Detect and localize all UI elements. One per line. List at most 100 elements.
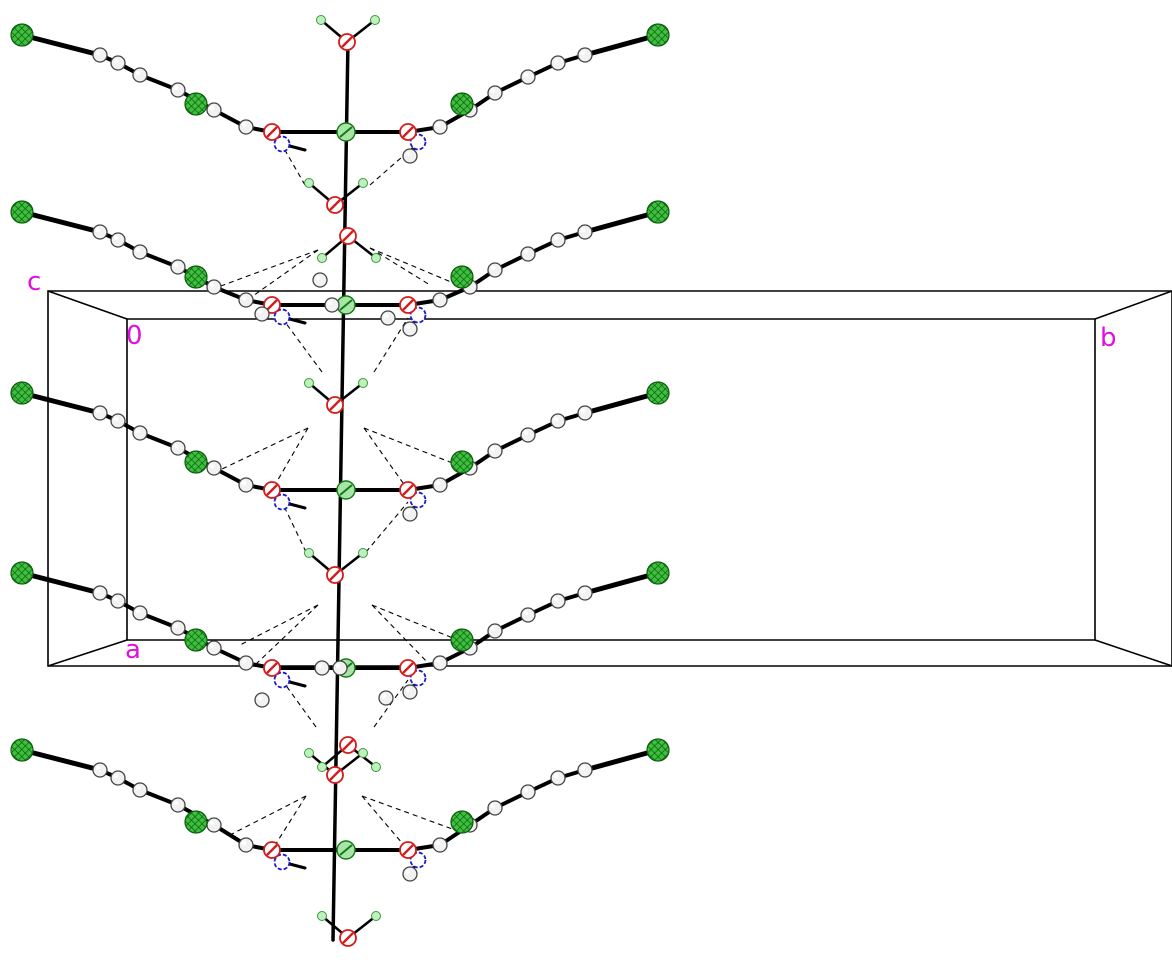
metal-slash xyxy=(339,484,353,496)
carbon-atom xyxy=(324,297,340,313)
chlorine-atom xyxy=(10,381,34,405)
carbon-sphere xyxy=(254,692,270,708)
hydrogen-bond xyxy=(219,427,309,471)
chlorine-atom xyxy=(184,265,208,289)
oxygen-atom xyxy=(399,296,417,314)
carbon-sphere xyxy=(487,623,503,639)
cell-edge xyxy=(1094,639,1172,667)
carbon-highlight xyxy=(135,428,141,434)
carbon-sphere xyxy=(206,640,222,656)
chlorine-atom xyxy=(10,23,34,47)
carbon-highlight xyxy=(135,70,141,76)
oxygen-atom xyxy=(399,481,417,499)
carbon-highlight xyxy=(435,840,441,846)
hydrogen-bond xyxy=(249,249,319,299)
chlorine-hatch xyxy=(647,739,669,761)
hydrogen-atom xyxy=(358,748,368,758)
axis-label-b: b xyxy=(1100,323,1117,353)
oxygen-slash xyxy=(341,36,353,48)
hydrogen-bond xyxy=(363,427,409,491)
carbon-highlight xyxy=(381,693,387,699)
carbon-highlight xyxy=(113,58,119,64)
carbon-sphere xyxy=(92,762,108,778)
carbon-sphere xyxy=(170,440,186,456)
carbon-atom xyxy=(432,292,448,308)
nitrogen-atom xyxy=(273,308,291,326)
hydrogen-atom xyxy=(317,253,327,263)
bond xyxy=(582,32,661,58)
carbon-atom xyxy=(520,607,536,623)
carbon-highlight xyxy=(435,295,441,301)
carbon-sphere xyxy=(432,477,448,493)
chlorine-hatch xyxy=(185,451,207,473)
carbon-atom xyxy=(432,477,448,493)
carbon-highlight xyxy=(405,324,411,330)
hydrogen-sphere xyxy=(371,911,381,921)
hydrogen-atom xyxy=(304,748,314,758)
hydrogen-bond xyxy=(361,795,456,831)
carbon-highlight xyxy=(135,785,141,791)
chlorine-atom xyxy=(450,92,474,116)
carbon-highlight xyxy=(95,588,101,594)
carbon-highlight xyxy=(523,72,529,78)
chlorine-hatch xyxy=(185,93,207,115)
carbon-highlight xyxy=(209,282,215,288)
carbon-sphere xyxy=(132,425,148,441)
oxygen-slash xyxy=(402,844,414,856)
carbon-sphere xyxy=(378,690,394,706)
hydrogen-atom xyxy=(370,15,380,25)
metal-atom xyxy=(336,122,356,142)
carbon-highlight xyxy=(490,88,496,94)
carbon-highlight xyxy=(209,105,215,111)
carbon-atom xyxy=(487,443,503,459)
carbon-highlight xyxy=(523,249,529,255)
oxygen-slash xyxy=(266,484,278,496)
chlorine-atom xyxy=(450,450,474,474)
carbon-highlight xyxy=(580,227,586,233)
hydrogen-bond xyxy=(365,501,409,553)
carbon-atom xyxy=(206,460,222,476)
hydrogen-sphere xyxy=(304,748,314,758)
carbon-highlight xyxy=(490,265,496,271)
carbon-atom xyxy=(402,684,418,700)
carbon-sphere xyxy=(170,620,186,636)
bond xyxy=(19,747,103,773)
carbon-atom xyxy=(92,405,108,421)
carbon-atom xyxy=(92,47,108,63)
carbon-atom xyxy=(487,85,503,101)
hydrogen-sphere xyxy=(358,748,368,758)
oxygen-atom xyxy=(339,736,357,754)
carbon-atom xyxy=(170,620,186,636)
carbon-sphere xyxy=(520,784,536,800)
chlorine-hatch xyxy=(185,266,207,288)
carbon-sphere xyxy=(520,69,536,85)
chlorine-atom xyxy=(646,381,670,405)
carbon-highlight xyxy=(435,480,441,486)
carbon-sphere xyxy=(314,660,330,676)
bond xyxy=(582,390,661,416)
oxygen-slash xyxy=(402,662,414,674)
hydrogen-bonds xyxy=(209,142,471,851)
hydrogen-bond xyxy=(373,317,409,373)
carbon-atom xyxy=(402,506,418,522)
hydrogen-bond xyxy=(271,427,309,491)
carbon-sphere xyxy=(92,224,108,240)
hydrogen-atom xyxy=(304,378,314,388)
oxygen-atom xyxy=(326,396,344,414)
carbon-atom xyxy=(238,837,254,853)
carbon-sphere xyxy=(402,684,418,700)
hydrogen-sphere xyxy=(317,911,327,921)
carbon-atom xyxy=(550,232,566,248)
carbon-atom xyxy=(402,148,418,164)
hydrogen-sphere xyxy=(317,762,327,772)
carbon-highlight xyxy=(383,313,389,319)
carbon-sphere xyxy=(380,310,396,326)
covalent-bonds xyxy=(19,18,661,942)
carbon-sphere xyxy=(238,292,254,308)
carbon-highlight xyxy=(95,765,101,771)
carbon-sphere xyxy=(577,762,593,778)
carbon-sphere xyxy=(110,413,126,429)
hydrogen-bond xyxy=(281,679,317,728)
carbon-sphere xyxy=(312,272,328,288)
unit-cell xyxy=(47,290,1172,667)
